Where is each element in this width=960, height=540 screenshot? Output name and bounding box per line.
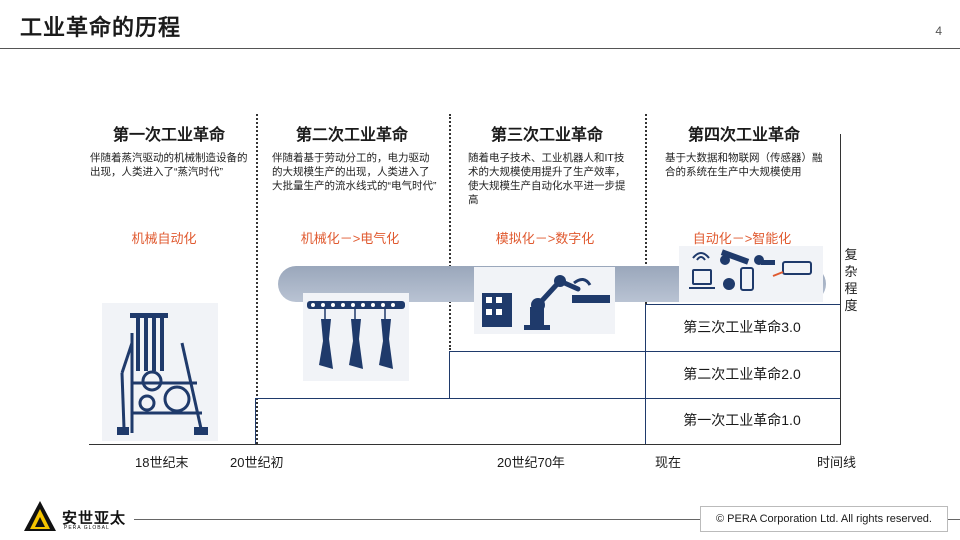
level-2-label: 第二次工业革命2.0 <box>683 366 801 382</box>
column-4-heading: 第四次工业革命 <box>687 127 800 144</box>
column-2-label: 机械化－>电气化 <box>300 231 400 246</box>
copyright-notice: © PERA Corporation Ltd. All rights reser… <box>700 506 948 532</box>
textile-machine-icon <box>102 303 218 441</box>
page-title: 工业革命的历程 <box>20 15 182 40</box>
x-axis-end-label: 时间线 <box>817 455 857 470</box>
y-axis-label: 复 杂 程 度 <box>844 247 858 313</box>
x-tick-now: 现在 <box>655 455 682 470</box>
column-2-heading: 第二次工业革命 <box>295 127 408 144</box>
column-3-heading: 第三次工业革命 <box>490 127 603 144</box>
column-1-description: 伴随着蒸汽驱动的机械制造设备的出现，人类进入了“蒸汽时代” <box>90 152 248 178</box>
level-1-top-line <box>255 398 840 399</box>
column-2-description: 伴随着基于劳动分工的，电力驱动的大规模生产的出现，人类进入了大批量生产的流水线式… <box>272 152 437 192</box>
logo-text: 安世亚太 <box>62 510 127 527</box>
x-tick-18th-century: 18世纪末 <box>135 455 189 470</box>
page-number: 4 <box>935 24 942 38</box>
level-1-label: 第一次工业革命1.0 <box>683 412 801 428</box>
separator-2 <box>449 114 451 350</box>
column-3-description: 随着电子技术、工业机器人和IT技术的大规模使用提升了生产效率，使大规模生产自动化… <box>468 152 626 206</box>
level-2-step <box>449 351 450 398</box>
separator-3 <box>645 114 647 304</box>
column-1-label: 机械自动化 <box>131 231 197 246</box>
iot-devices-icon <box>679 246 823 302</box>
x-tick-1970s: 20世纪70年 <box>497 455 565 470</box>
footer-divider <box>134 519 960 520</box>
x-axis <box>89 444 841 445</box>
assembly-line-icon <box>303 293 409 381</box>
separator-1 <box>256 114 258 444</box>
level-3-top-line <box>645 304 840 305</box>
y-axis <box>840 134 841 444</box>
company-logo: 安世亚太 PERA GLOBAL <box>22 499 132 533</box>
column-4-label: 自动化－>智能化 <box>692 231 792 246</box>
title-divider <box>0 48 960 49</box>
logo-triangle-icon <box>24 501 56 531</box>
column-3-label: 模拟化－>数字化 <box>495 231 595 246</box>
logo-subtext: PERA GLOBAL <box>64 525 110 531</box>
x-tick-early-20th-century: 20世纪初 <box>230 455 284 470</box>
level-3-label: 第三次工业革命3.0 <box>683 319 801 335</box>
level-3-step <box>645 304 646 444</box>
level-1-step <box>255 398 256 444</box>
column-1-heading: 第一次工业革命 <box>112 127 225 144</box>
level-2-top-line <box>449 351 840 352</box>
column-4-description: 基于大数据和物联网（传感器）融合的系统在生产中大规模使用 <box>665 152 823 178</box>
robot-arm-icon <box>474 267 615 334</box>
